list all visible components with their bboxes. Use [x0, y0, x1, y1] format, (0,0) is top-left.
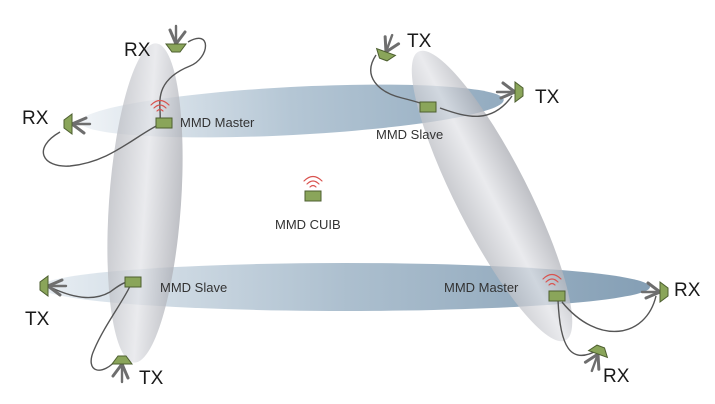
antenna-tx-bottom-left — [39, 275, 68, 297]
antenna-tx-right — [495, 81, 524, 103]
label-tx-top-right: TX — [407, 31, 432, 52]
label-tx-right: TX — [535, 87, 560, 108]
module-mmd-slave-bottom — [124, 276, 142, 288]
label-mmd-master-top: MMD Master — [180, 115, 255, 130]
cable-tx-bottomleft-to-slave — [51, 281, 129, 299]
wifi-signal-icon-master-top — [150, 99, 170, 112]
cable-rx-left-to-master — [42, 123, 161, 167]
antenna-tx-top — [375, 33, 401, 62]
cable-tx-bottomleft-lower-to-slave — [90, 285, 131, 371]
label-rx-bottom-right-lower: RX — [603, 366, 630, 387]
label-tx-bottom-left-lower: TX — [139, 368, 164, 389]
antenna-rx-left — [63, 113, 92, 135]
cables — [42, 37, 657, 371]
antenna-rx-bottom-right — [640, 281, 669, 303]
label-rx-left: RX — [22, 108, 49, 129]
wifi-signal-icon-cuib — [303, 175, 323, 188]
module-mmd-master-top — [155, 117, 173, 129]
cable-tx-right-to-slave — [439, 95, 513, 117]
module-mmd-cuib — [304, 190, 322, 202]
beam-right-diagonal — [411, 50, 573, 342]
beam-top-horizontal — [80, 84, 504, 138]
label-rx-bottom-right: RX — [674, 280, 701, 301]
antenna-rx-top — [165, 24, 187, 53]
cable-rx-bottomright-lower-to-master — [557, 299, 599, 356]
label-rx-top-left: RX — [124, 40, 151, 61]
label-mmd-master-bottom: MMD Master — [444, 280, 519, 295]
label-tx-bottom-left: TX — [25, 309, 50, 330]
module-mmd-slave-top — [419, 101, 437, 113]
cable-rx-top-to-master — [159, 37, 206, 121]
antenna-rx-bottom-right-lower — [583, 344, 609, 373]
antenna-tx-bottom-left-lower — [111, 355, 133, 384]
label-mmd-cuib: MMD CUIB — [275, 217, 341, 232]
label-mmd-slave-top: MMD Slave — [376, 127, 443, 142]
label-mmd-slave-bottom: MMD Slave — [160, 280, 227, 295]
wifi-signal-icon-master-bottom — [542, 273, 562, 286]
cable-rx-bottomright-to-master — [561, 295, 657, 333]
module-mmd-master-bottom — [548, 290, 566, 302]
